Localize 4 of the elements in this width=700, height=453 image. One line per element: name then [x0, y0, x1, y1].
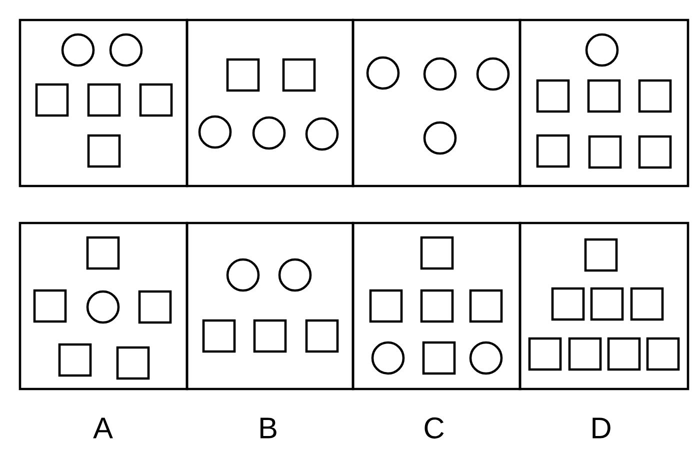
option-letter: A — [93, 418, 113, 438]
option-letter: D — [592, 418, 610, 438]
option-letter: B — [260, 418, 276, 438]
option-letter: C — [424, 417, 444, 439]
